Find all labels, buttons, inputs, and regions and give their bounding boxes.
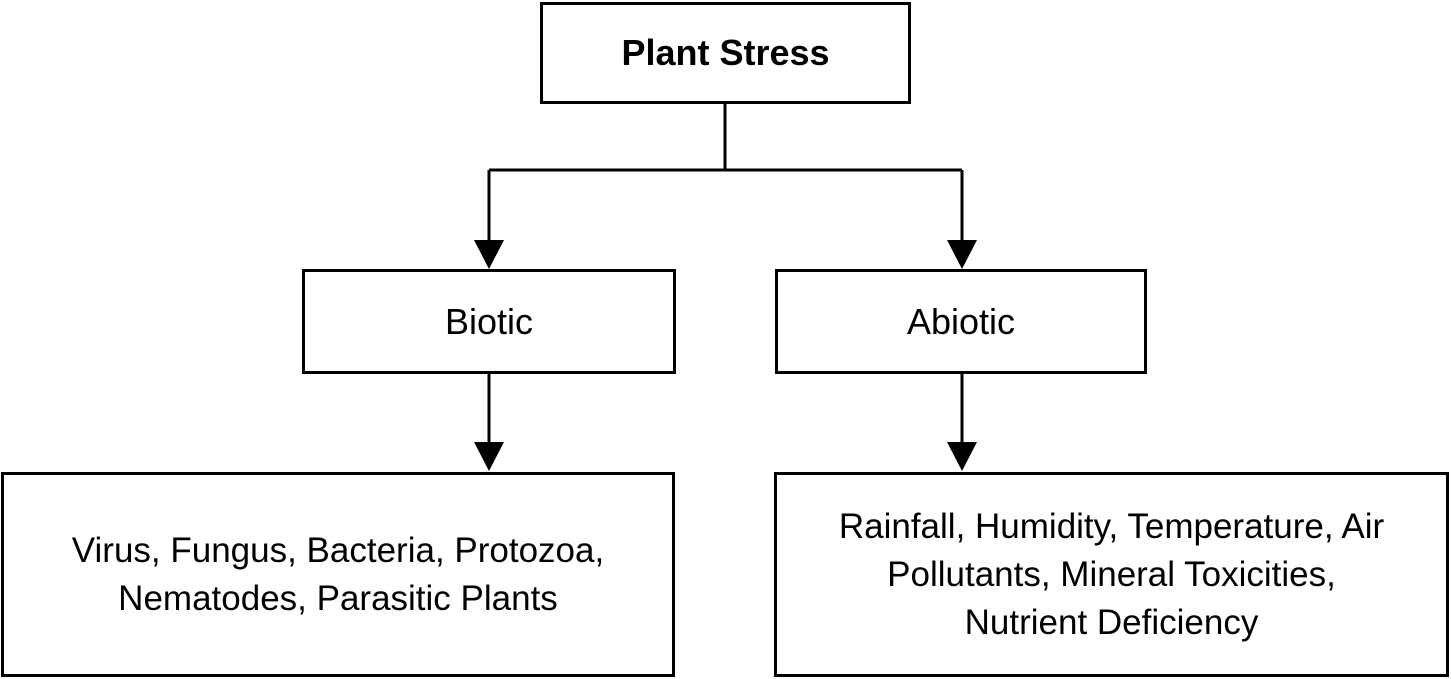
- abiotic-examples-line-2: Pollutants, Mineral Toxicities,: [887, 554, 1336, 594]
- arrowhead-to-biotic: [474, 240, 504, 269]
- biotic-examples-node: Virus, Fungus, Bacteria, Protozoa, Nemat…: [1, 472, 675, 677]
- plant-stress-node: Plant Stress: [540, 2, 911, 104]
- arrowhead-biotic-examples: [474, 442, 504, 471]
- abiotic-examples-line-3: Nutrient Deficiency: [964, 602, 1259, 642]
- arrowhead-to-abiotic: [947, 240, 977, 269]
- abiotic-node: Abiotic: [775, 269, 1147, 374]
- abiotic-label: Abiotic: [906, 300, 1016, 342]
- biotic-node: Biotic: [302, 269, 676, 374]
- abiotic-examples-node: Rainfall, Humidity, Temperature, Air Pol…: [774, 472, 1449, 677]
- plant-stress-label: Plant Stress: [621, 32, 830, 73]
- abiotic-examples-text: Rainfall, Humidity, Temperature, Air Pol…: [839, 503, 1384, 647]
- biotic-examples-line-1: Virus, Fungus, Bacteria, Protozoa,: [71, 530, 605, 570]
- biotic-label: Biotic: [444, 300, 534, 342]
- arrowhead-abiotic-examples: [947, 442, 977, 471]
- biotic-examples-text: Virus, Fungus, Bacteria, Protozoa, Nemat…: [72, 527, 604, 623]
- abiotic-examples-line-1: Rainfall, Humidity, Temperature, Air: [838, 506, 1385, 546]
- biotic-examples-line-2: Nematodes, Parasitic Plants: [118, 578, 558, 618]
